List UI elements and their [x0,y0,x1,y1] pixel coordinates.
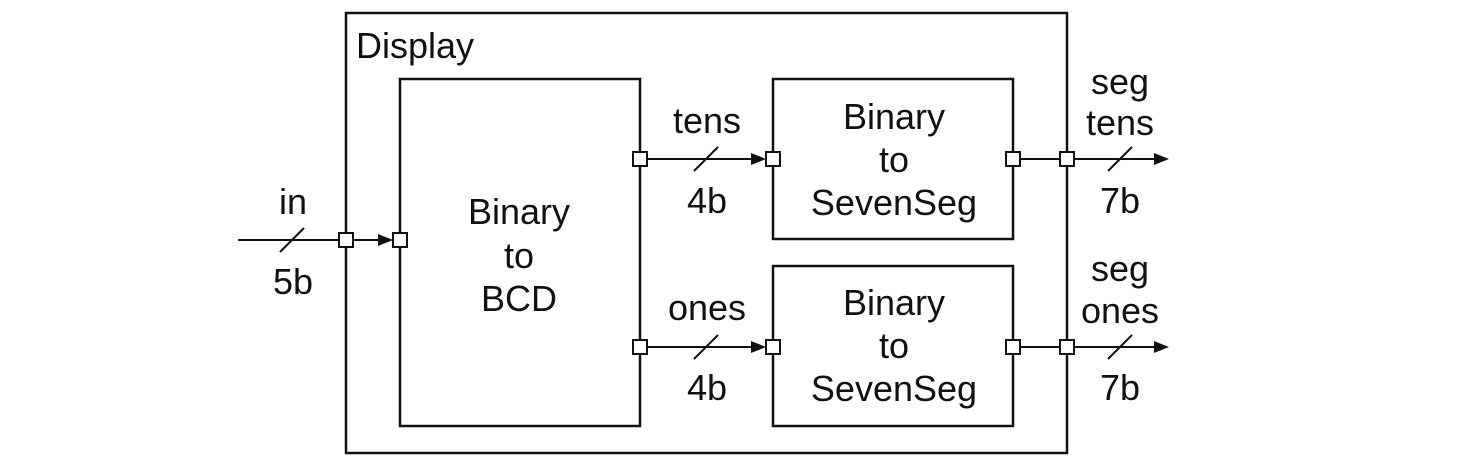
seg-tens-name-line2: tens [1086,102,1154,143]
seg-tens-output: seg tens 7b [1005,61,1169,221]
ones-arrowhead [751,341,766,353]
seg-tens-width: 7b [1100,180,1140,221]
binary-to-bcd-block: Binary to BCD [398,77,642,428]
binary-to-bcd-label-line3: BCD [481,278,557,319]
input-bus-slash [279,227,305,253]
tens-signal-width: 4b [687,180,727,221]
seg-ones-name-line2: ones [1081,290,1159,331]
seg-ones-port-outer [1059,339,1075,355]
ones-signal-width: 4b [687,367,727,408]
binary-to-bcd-label-line1: Binary [468,191,570,232]
input-port-bcd [392,232,408,248]
ones-port-sevenseg-in [765,339,781,355]
seg-ones-bus-slash [1107,334,1133,360]
ones-port-bcd-out [632,339,648,355]
ones-bus-slash [693,334,719,360]
sevenseg-ones-label-line3: SevenSeg [811,368,977,409]
binary-to-sevenseg-tens-block: Binary to SevenSeg [771,77,1015,241]
input-signal-name: in [279,181,307,222]
seg-tens-port-sevenseg-out [1005,151,1021,167]
sevenseg-tens-label-line3: SevenSeg [811,182,977,223]
tens-signal: tens 4b [632,100,781,221]
tens-bus-slash [693,146,719,172]
seg-ones-name-line1: seg [1091,248,1149,289]
sevenseg-ones-label-line1: Binary [843,282,945,323]
seg-ones-port-sevenseg-out [1005,339,1021,355]
tens-arrowhead [751,153,766,165]
seg-tens-port-outer [1059,151,1075,167]
ones-signal: ones 4b [632,287,781,408]
sevenseg-tens-label-line2: to [879,139,909,180]
binary-to-bcd-label-line2: to [504,235,534,276]
sevenseg-tens-label-line1: Binary [843,96,945,137]
input-signal: in 5b [238,181,408,302]
input-arrowhead [378,234,393,246]
seg-ones-arrowhead [1154,341,1169,353]
binary-to-bcd-box [398,77,642,428]
sevenseg-ones-label-line2: to [879,325,909,366]
seg-ones-output: seg ones 7b [1005,248,1169,408]
display-block-label: Display [356,25,474,66]
binary-to-sevenseg-ones-block: Binary to SevenSeg [771,264,1015,428]
seg-tens-arrowhead [1154,153,1169,165]
ones-signal-name: ones [668,287,746,328]
seg-ones-width: 7b [1100,367,1140,408]
tens-signal-name: tens [673,100,741,141]
tens-port-bcd-out [632,151,648,167]
input-port-outer [338,232,354,248]
seg-tens-bus-slash [1107,146,1133,172]
seg-tens-name-line1: seg [1091,61,1149,102]
tens-port-sevenseg-in [765,151,781,167]
input-signal-width: 5b [273,261,313,302]
